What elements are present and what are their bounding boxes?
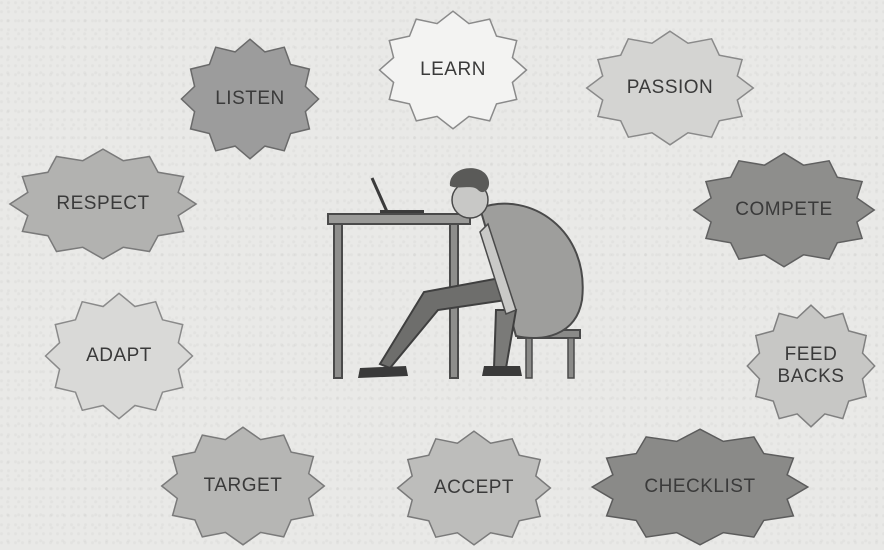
target-label: TARGET: [204, 475, 283, 497]
listen-label: LISTEN: [215, 88, 285, 110]
passion-label: PASSION: [627, 77, 714, 99]
shoe-right: [482, 366, 522, 376]
passion-badge: PASSION: [585, 30, 755, 146]
checklist-label: CHECKLIST: [644, 476, 755, 498]
checklist-badge: CHECKLIST: [590, 428, 810, 546]
laptop-icon: [372, 178, 388, 214]
target-badge: TARGET: [160, 426, 326, 546]
feedbacks-badge: FEED BACKS: [746, 304, 876, 428]
respect-badge: RESPECT: [8, 148, 198, 260]
adapt-label: ADAPT: [86, 345, 152, 367]
accept-badge: ACCEPT: [396, 430, 552, 546]
learn-label: LEARN: [420, 59, 486, 81]
person-at-desk-illustration: [320, 160, 600, 390]
desk-leg-left: [334, 224, 342, 378]
feedbacks-label: FEED BACKS: [778, 344, 845, 388]
respect-label: RESPECT: [56, 193, 149, 215]
compete-badge: COMPETE: [692, 152, 876, 268]
leg-front: [494, 310, 516, 368]
leg-back: [380, 278, 506, 368]
stool-leg-right: [568, 338, 574, 378]
learn-badge: LEARN: [378, 10, 528, 130]
desk-top: [328, 214, 470, 224]
shoe-left: [358, 366, 408, 378]
accept-label: ACCEPT: [434, 477, 514, 499]
stool-leg-left: [526, 338, 532, 378]
compete-label: COMPETE: [735, 199, 832, 221]
listen-badge: LISTEN: [180, 38, 320, 160]
adapt-badge: ADAPT: [44, 292, 194, 420]
